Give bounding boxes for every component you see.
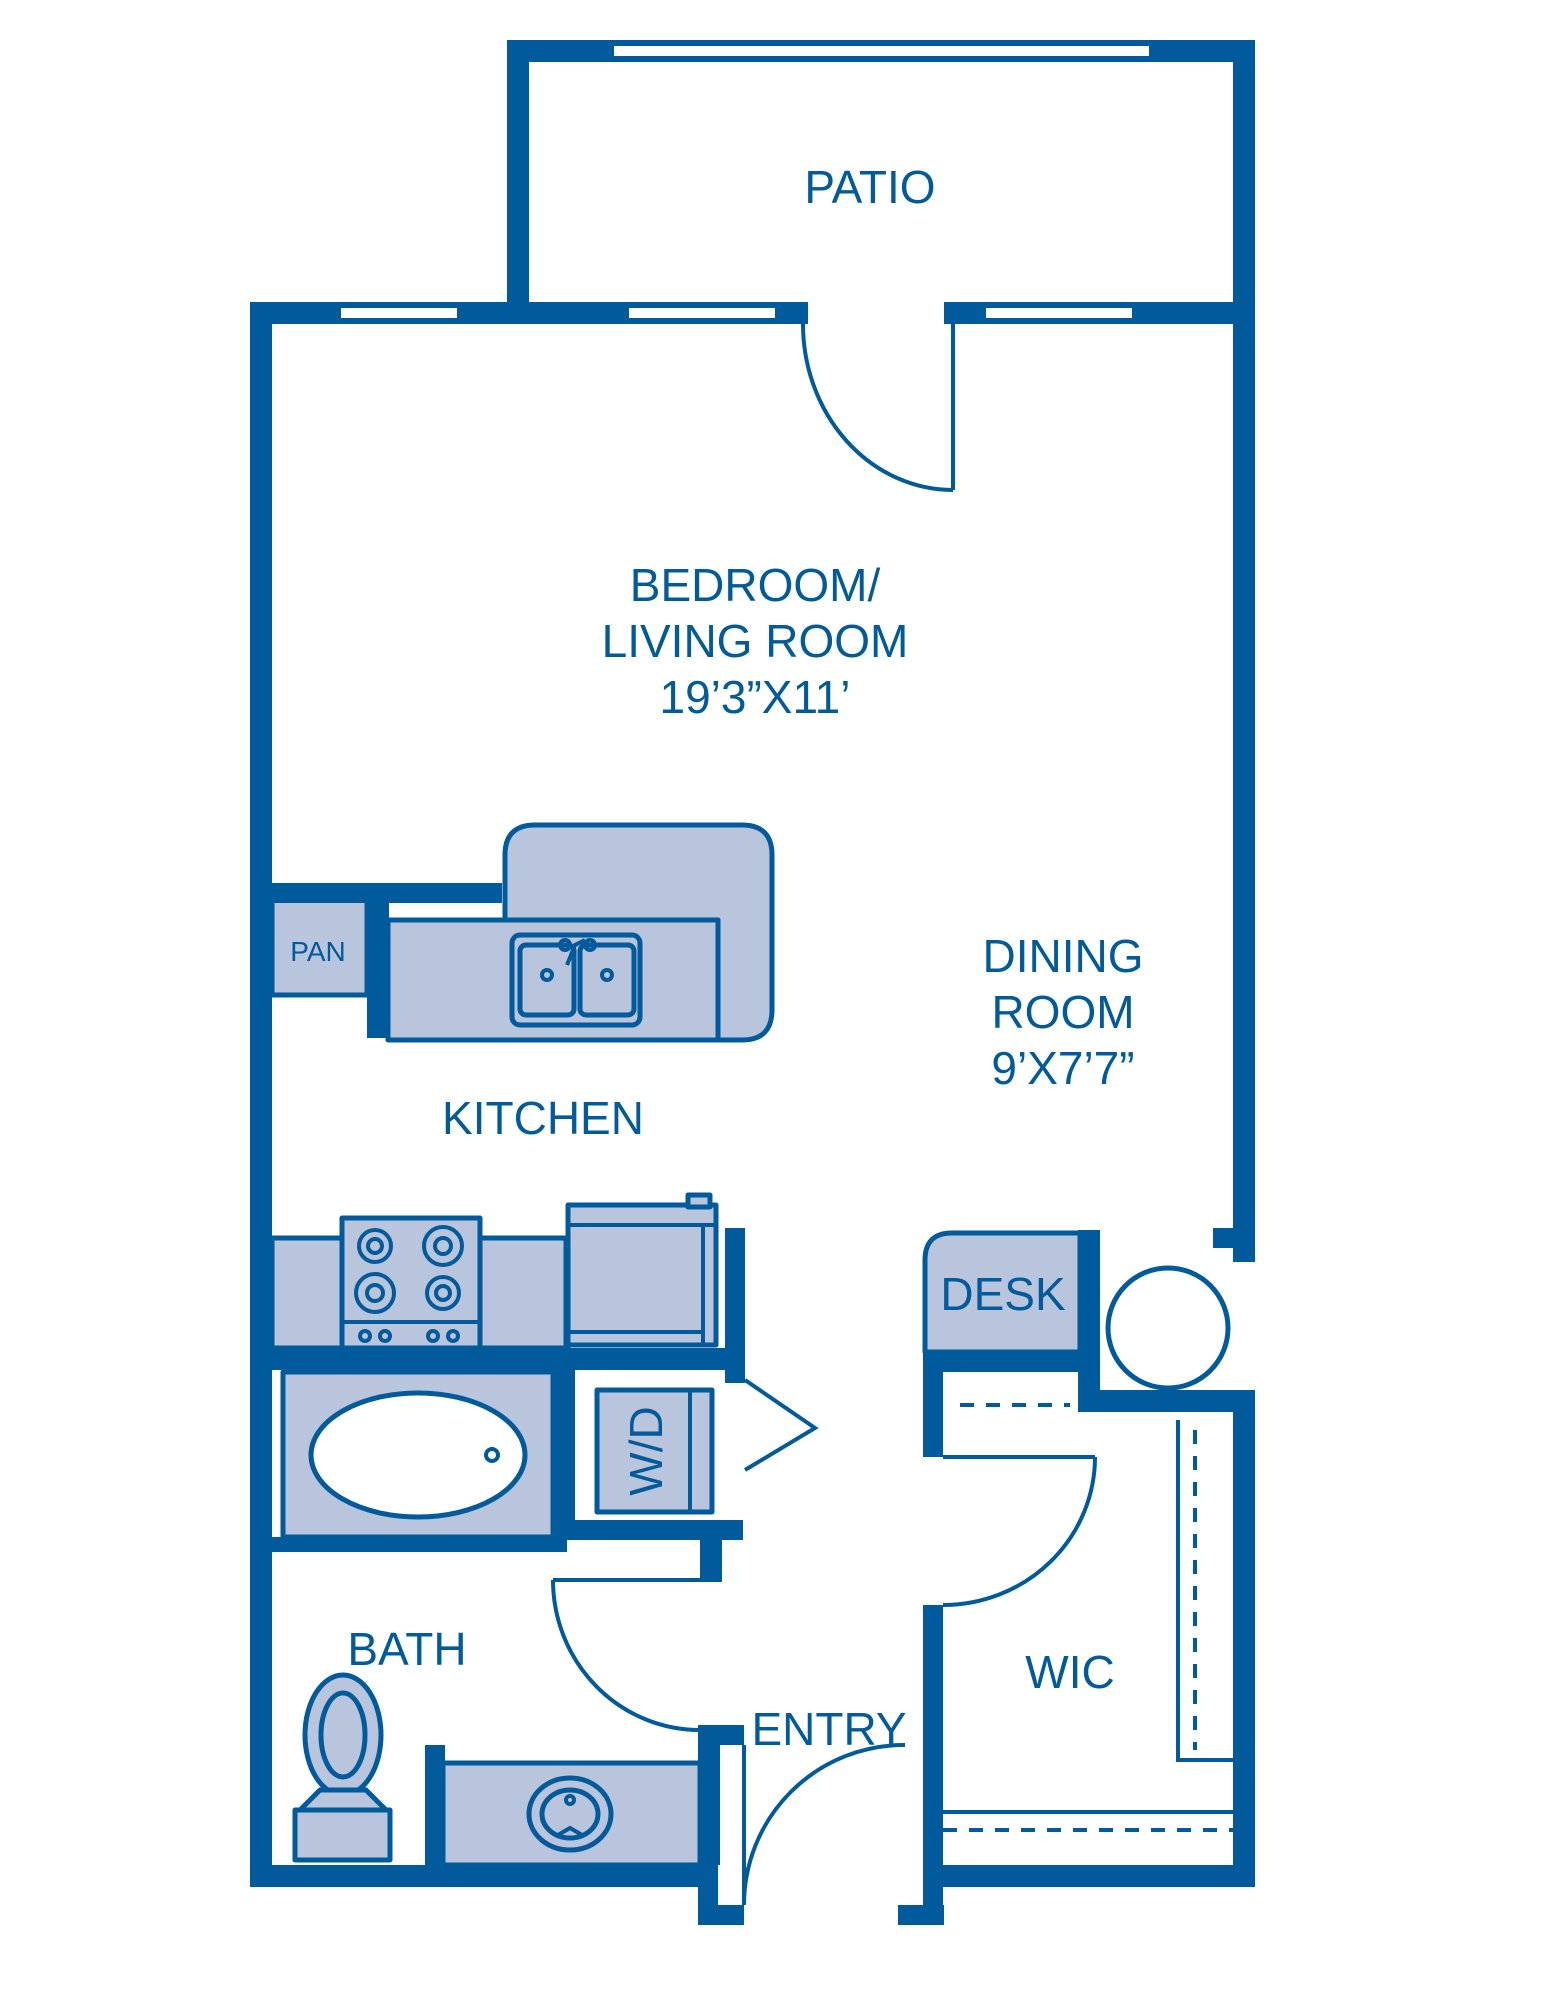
walls <box>250 40 1255 1925</box>
closet-label: WIC <box>1025 1646 1114 1698</box>
bath-label: BATH <box>347 1623 466 1675</box>
vanity-sink-icon <box>440 1760 703 1868</box>
bedroom-size: 19’3”X11’ <box>660 671 851 723</box>
kitchen-lower-counter-right <box>477 1235 569 1351</box>
doors <box>551 323 1233 1906</box>
stove-icon <box>339 1215 483 1351</box>
water-heater-icon <box>1105 1265 1231 1391</box>
dining-label-line1: DINING <box>983 930 1144 982</box>
patio-label: PATIO <box>804 161 935 213</box>
double-sink-icon <box>509 932 643 1028</box>
kitchen-label: KITCHEN <box>442 1092 644 1144</box>
washer-dryer-label: W/D <box>620 1406 672 1495</box>
bedroom-label-line1: BEDROOM/ <box>630 559 881 611</box>
toilet-icon <box>292 1672 393 1863</box>
desk-label: DESK <box>940 1268 1066 1320</box>
entry-label: ENTRY <box>751 1703 906 1755</box>
fixtures <box>269 822 1231 1868</box>
washer-dryer-icon <box>594 1387 715 1515</box>
windows <box>339 44 1151 320</box>
pantry-label: PAN <box>290 936 346 967</box>
dining-label-line2: ROOM <box>991 986 1134 1038</box>
refrigerator-icon <box>565 1192 719 1348</box>
room-labels: PATIO BEDROOM/ LIVING ROOM 19’3”X11’ DIN… <box>290 161 1143 1755</box>
kitchen-peninsula-counter <box>502 822 775 1043</box>
bedroom-label-line2: LIVING ROOM <box>602 615 909 667</box>
dining-size: 9’X7’7” <box>991 1042 1134 1094</box>
bathtub-icon <box>280 1369 556 1540</box>
